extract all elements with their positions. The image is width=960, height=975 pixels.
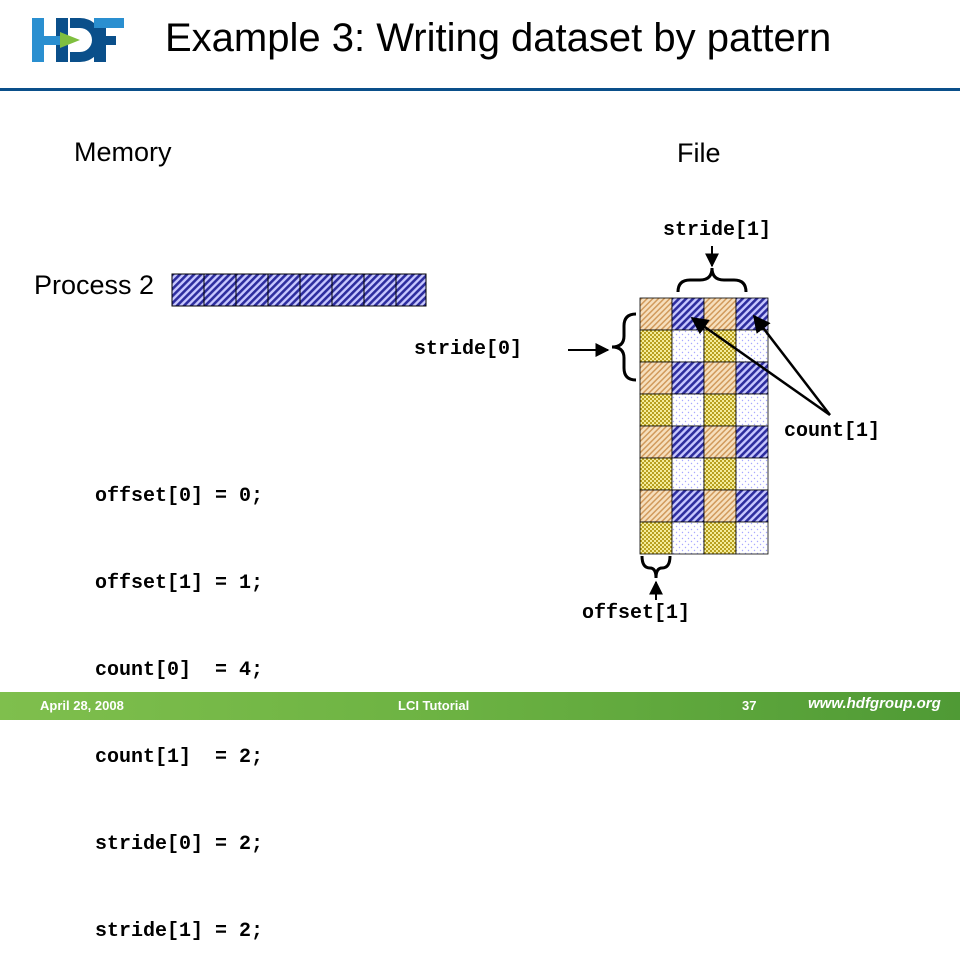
file-cell xyxy=(671,457,705,491)
stride1-brace xyxy=(676,267,748,293)
file-cell xyxy=(735,521,769,555)
hdf-logo xyxy=(32,18,124,62)
file-cell xyxy=(639,457,673,491)
file-label: File xyxy=(677,138,721,168)
file-cell-selected xyxy=(671,489,705,523)
footer-url[interactable]: www.hdfgroup.org xyxy=(808,695,941,712)
code-line: stride[0] = 2; xyxy=(95,833,264,856)
file-cell xyxy=(735,457,769,491)
file-cell-selected xyxy=(671,361,705,395)
file-cell xyxy=(639,361,673,395)
file-cell xyxy=(639,425,673,459)
file-cell xyxy=(703,393,737,427)
offset1-label: offset[1] xyxy=(582,602,691,625)
page-number: 37 xyxy=(742,698,757,713)
count1-arrow-b xyxy=(752,314,831,416)
stride1-label: stride[1] xyxy=(663,219,772,242)
file-cell xyxy=(703,521,737,555)
file-cell-selected xyxy=(735,425,769,459)
footer-title: LCI Tutorial xyxy=(398,698,470,713)
memory-cell xyxy=(299,273,333,307)
file-cell xyxy=(671,393,705,427)
memory-cell xyxy=(235,273,269,307)
code-line: offset[0] = 0; xyxy=(95,485,264,508)
process-label: Process 2 xyxy=(34,270,155,300)
file-cell-selected xyxy=(671,425,705,459)
slide-title: Example 3: Writing dataset by pattern xyxy=(165,16,832,60)
file-cell xyxy=(639,489,673,523)
memory-cell xyxy=(267,273,301,307)
file-cell xyxy=(735,329,769,363)
title-divider xyxy=(0,88,960,91)
code-line: count[0] = 4; xyxy=(95,659,264,682)
code-line: stride[1] = 2; xyxy=(95,920,264,943)
memory-cell xyxy=(203,273,237,307)
file-cell xyxy=(639,393,673,427)
footer-bar xyxy=(0,692,960,720)
selection-diagram xyxy=(171,246,831,600)
file-cell xyxy=(703,457,737,491)
count1-arrow-a xyxy=(690,316,831,417)
footer-date: April 28, 2008 xyxy=(40,698,124,713)
offset1-brace xyxy=(640,555,672,579)
memory-buffer xyxy=(171,273,427,307)
memory-cell xyxy=(395,273,427,307)
memory-cell xyxy=(363,273,397,307)
file-cell xyxy=(703,297,737,331)
file-cell xyxy=(703,361,737,395)
file-cell xyxy=(671,521,705,555)
file-cell xyxy=(639,297,673,331)
file-cell xyxy=(639,329,673,363)
code-line: offset[1] = 1; xyxy=(95,572,264,595)
file-cell xyxy=(735,393,769,427)
file-cell-selected xyxy=(735,297,769,331)
file-cell xyxy=(703,425,737,459)
count1-label: count[1] xyxy=(784,420,881,443)
file-cell xyxy=(671,329,705,363)
stride0-brace xyxy=(611,312,637,382)
file-cell xyxy=(703,489,737,523)
logo-f xyxy=(94,18,124,62)
memory-cell xyxy=(331,273,365,307)
stride0-label: stride[0] xyxy=(414,338,523,361)
memory-cell xyxy=(171,273,205,307)
file-cell-selected xyxy=(735,489,769,523)
code-line: count[1] = 2; xyxy=(95,746,264,769)
memory-label: Memory xyxy=(74,137,172,167)
file-cell-selected xyxy=(671,297,705,331)
file-cell xyxy=(639,521,673,555)
file-grid xyxy=(639,297,769,555)
